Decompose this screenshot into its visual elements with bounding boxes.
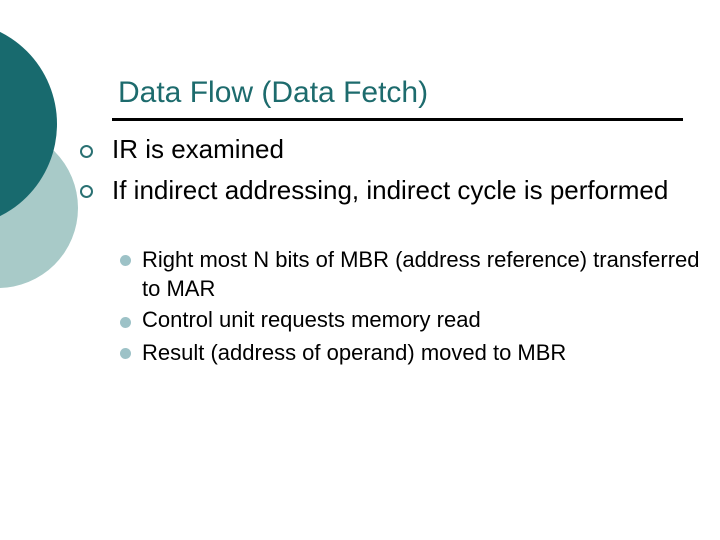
title-underline	[112, 118, 683, 121]
sub-bullet-dot-icon	[120, 317, 131, 328]
bullet-item: If indirect addressing, indirect cycle i…	[112, 175, 669, 205]
bullet-ring-icon	[80, 185, 93, 198]
sub-bullet-item: Result (address of operand) moved to MBR	[142, 340, 567, 365]
slide-title: Data Flow (Data Fetch)	[118, 76, 429, 109]
bullet-item: IR is examined	[112, 134, 284, 164]
sub-bullet-dot-icon	[120, 348, 131, 359]
sub-bullet-dot-icon	[120, 255, 131, 266]
bullet-ring-icon	[80, 145, 93, 158]
sub-bullet-item: Control unit requests memory read	[142, 307, 481, 332]
sub-bullet-item: Right most N bits of MBR (address refere…	[142, 247, 700, 301]
